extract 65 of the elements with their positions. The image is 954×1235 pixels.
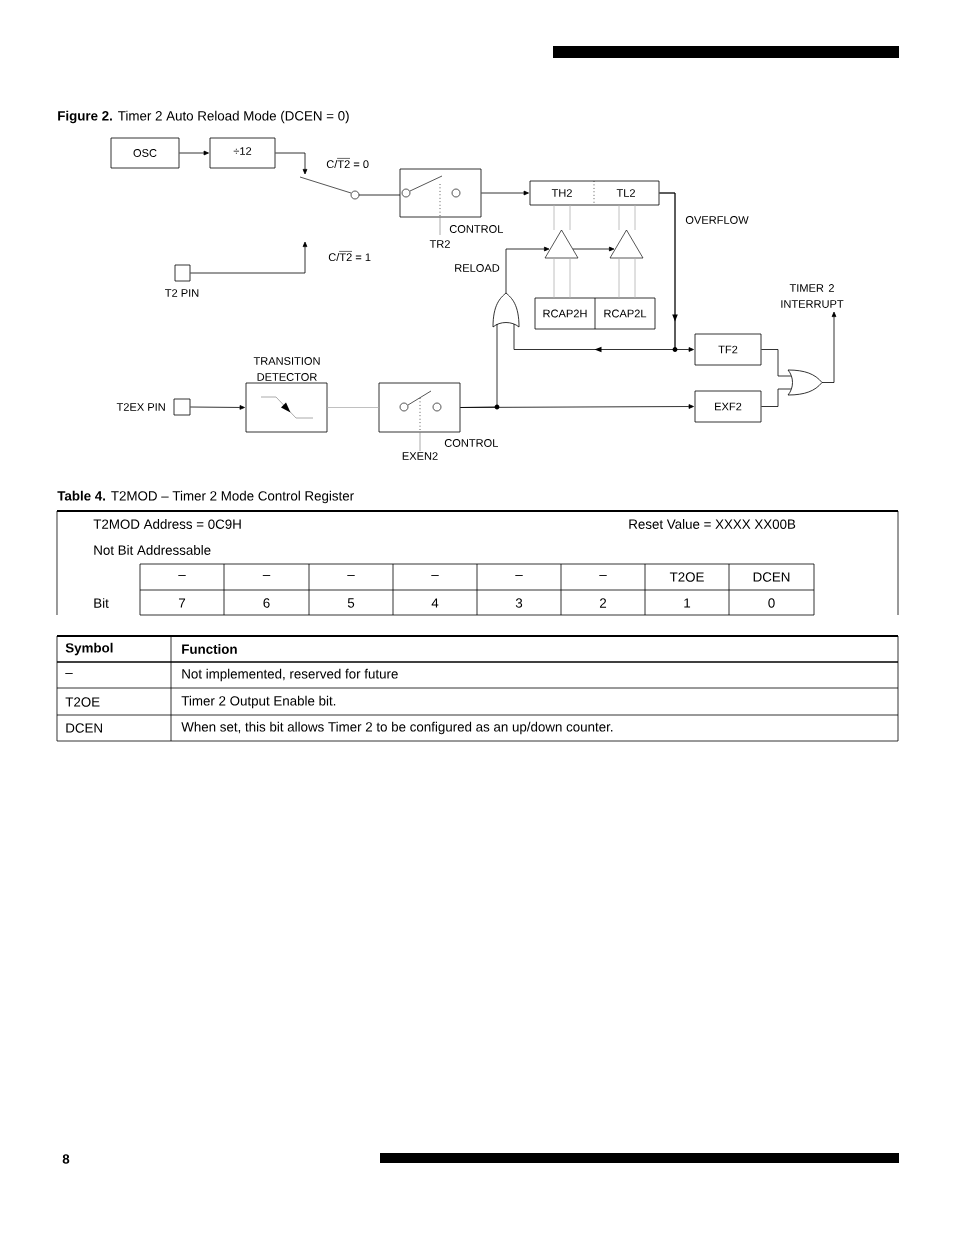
oscillator-box: OSC bbox=[110, 137, 180, 169]
switch-label: C/T2 = 1 bbox=[328, 251, 371, 262]
arrow bbox=[275, 152, 308, 175]
bit-number: 3 bbox=[515, 598, 523, 608]
pin-box: T2EX PIN bbox=[116, 398, 191, 416]
edge-label: OVERFLOW bbox=[684, 214, 750, 226]
arrow bbox=[513, 192, 676, 353]
bit-name: T2OE bbox=[669, 572, 704, 582]
table-text: – bbox=[65, 673, 73, 674]
arrow bbox=[190, 405, 245, 410]
flag-box: EXF2 bbox=[694, 390, 762, 423]
buffer-triangle bbox=[609, 229, 644, 259]
node-label: T2EX PIN bbox=[116, 403, 165, 411]
arrow bbox=[481, 190, 529, 196]
table-text: When set, this bit allows Timer 2 to be configured as an up/down counter. bbox=[181, 721, 613, 735]
detector-box: TRANSITION DETECTOR bbox=[245, 357, 328, 433]
buffer-triangle bbox=[544, 229, 579, 259]
register-text: T2MOD Address = 0C9H bbox=[93, 519, 241, 529]
bit-name: – bbox=[262, 575, 271, 576]
or-gate bbox=[787, 369, 823, 396]
register-box: TH2 TL2 bbox=[529, 180, 660, 206]
flag-box: TF2 bbox=[694, 333, 762, 366]
page-number: 8 bbox=[62, 1154, 70, 1164]
or-gate bbox=[492, 292, 520, 328]
switch-label: C/T2 = 0 bbox=[326, 158, 369, 169]
bit-number: 1 bbox=[684, 598, 691, 608]
table-text: Not implemented, reserved for future bbox=[182, 668, 398, 682]
register-box: RCAP2H RCAP2L bbox=[534, 297, 656, 330]
arrow bbox=[505, 246, 550, 294]
bit-number: 2 bbox=[599, 598, 607, 608]
interrupt-label: TIMER 2 INTERRUPT bbox=[781, 284, 844, 308]
bit-number: 4 bbox=[431, 598, 439, 608]
bit-name: – bbox=[431, 575, 439, 576]
control-label: CONTROL bbox=[444, 439, 498, 447]
figure-caption: Figure 2. Timer 2 Auto Reload Mode (DCEN = 0) bbox=[58, 110, 349, 124]
pin-box: T2 PIN bbox=[165, 264, 199, 297]
bit-name: – bbox=[178, 575, 186, 576]
control-label: EXEN2 bbox=[402, 452, 438, 460]
node-label: T2 PIN bbox=[165, 289, 199, 297]
bit-number: 6 bbox=[263, 598, 270, 608]
arrow bbox=[572, 246, 615, 252]
column-header: Function bbox=[182, 644, 237, 654]
control-label: CONTROL bbox=[449, 225, 503, 233]
bit-name: – bbox=[347, 575, 355, 576]
bit-name: – bbox=[515, 575, 523, 576]
arrow bbox=[190, 241, 308, 274]
table-caption: Table 4. T2MOD – Timer 2 Mode Control Register bbox=[57, 490, 354, 504]
arrow bbox=[179, 150, 209, 156]
node-label: TRANSITION DETECTOR bbox=[253, 357, 320, 381]
register-text: Reset Value = XXXX XX00B bbox=[629, 519, 796, 529]
table-text: T2OE bbox=[65, 697, 100, 707]
table-text: Timer 2 Output Enable bit. bbox=[181, 695, 336, 709]
register-text: Bit bbox=[94, 598, 109, 608]
selector-switch bbox=[299, 176, 360, 200]
register-text: Not Bit Addressable bbox=[94, 545, 211, 555]
bit-number: 0 bbox=[768, 598, 775, 608]
bit-name: DCEN bbox=[753, 572, 790, 582]
control-label: TR2 bbox=[429, 240, 450, 248]
bit-number: 7 bbox=[179, 598, 186, 608]
edge-label: RELOAD bbox=[452, 262, 502, 274]
bit-name: – bbox=[599, 575, 607, 576]
arrow bbox=[821, 311, 837, 383]
table-text: DCEN bbox=[66, 723, 102, 733]
column-header: Symbol bbox=[65, 642, 113, 656]
bit-number: 5 bbox=[347, 598, 355, 608]
